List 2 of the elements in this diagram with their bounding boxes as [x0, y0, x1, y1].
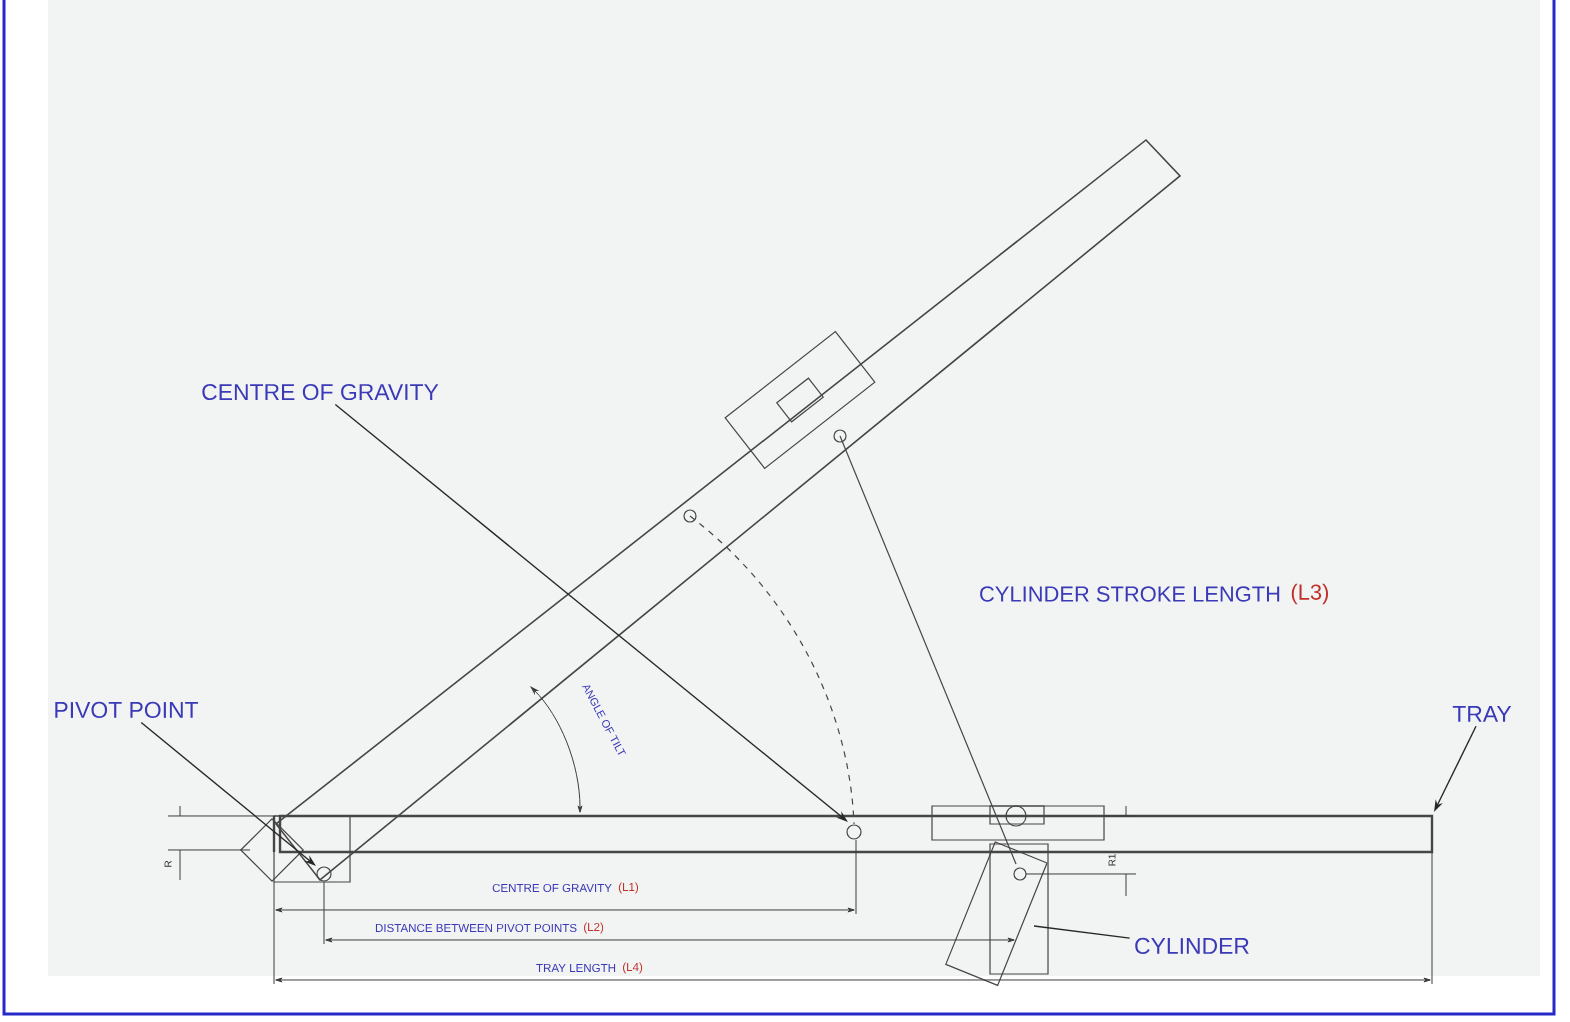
part-label: TRAY: [1452, 706, 1512, 722]
part-label: PIVOT POINT: [55, 701, 199, 719]
